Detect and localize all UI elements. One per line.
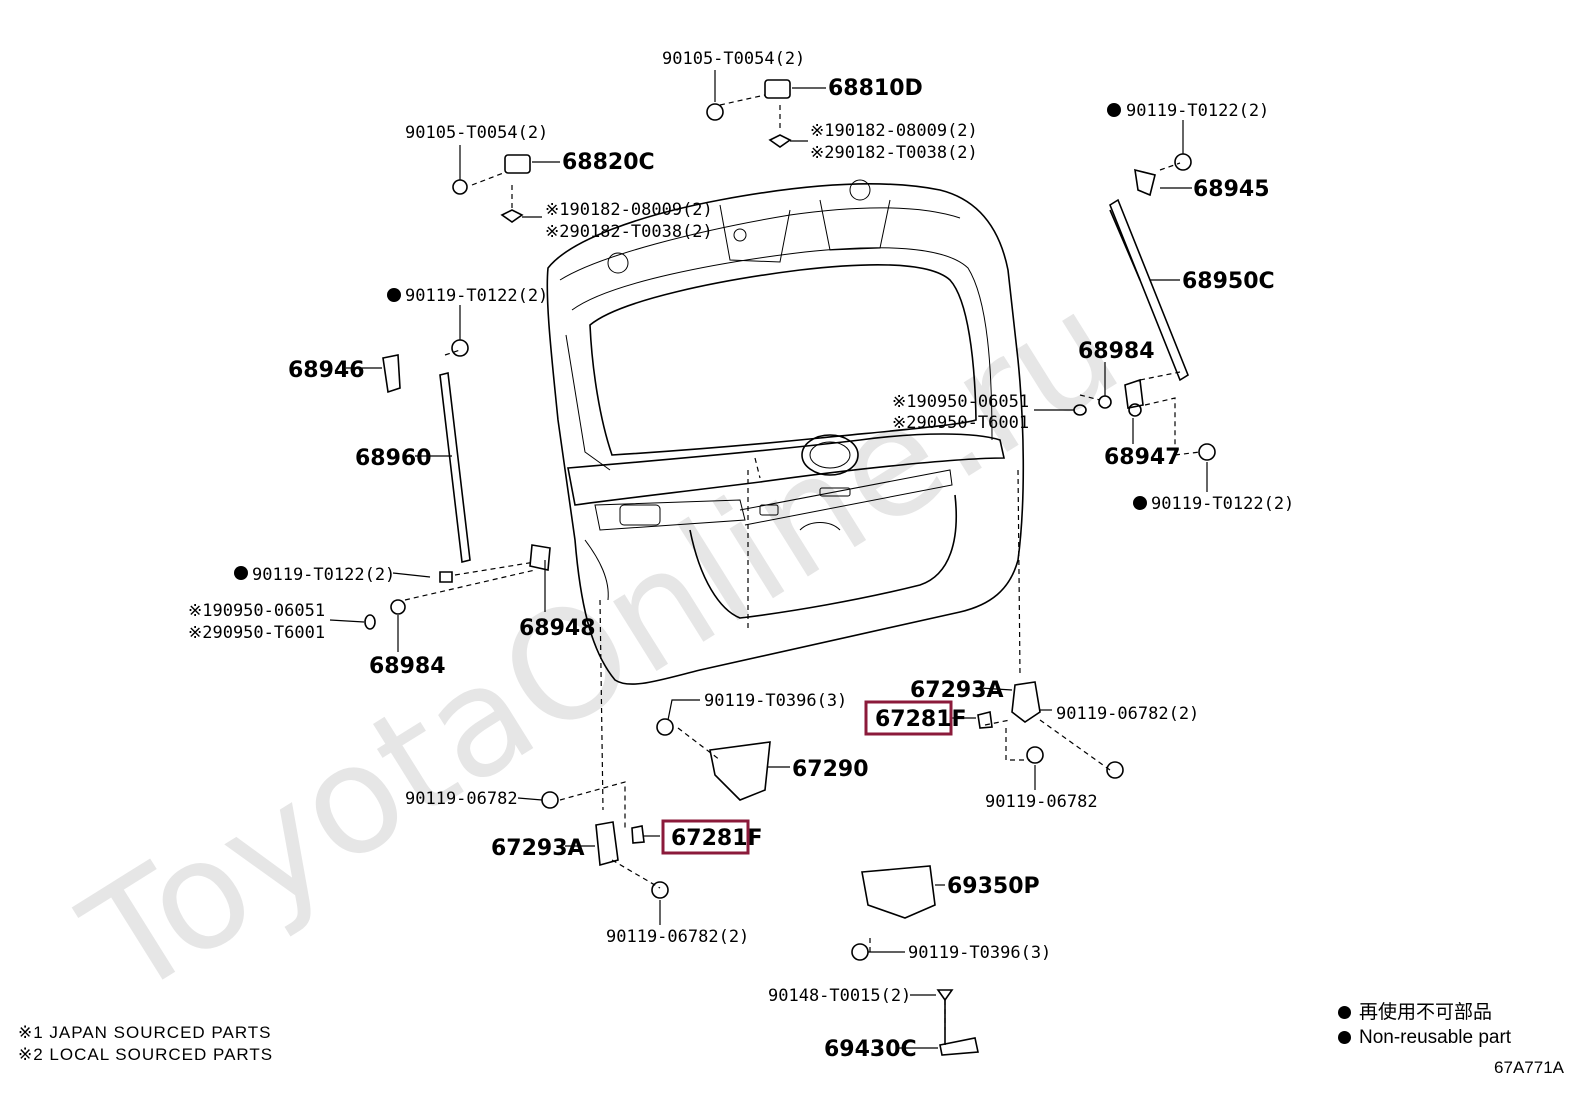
label-68960: 68960 [355,446,432,471]
figure-code: 67A771A [1494,1058,1564,1077]
label-68984-right: 68984 [1078,339,1155,364]
label-90182-08009-top: ※190182-08009(2) [810,121,978,141]
non-reusable-dot-icon [1338,1031,1351,1044]
legend: 再使用不可部品 Non-reusable part [1338,1000,1511,1050]
label-90105-T0054-left: 90105-T0054(2) [405,123,548,143]
sourcing-notes: ※1 JAPAN SOURCED PARTS ※2 LOCAL SOURCED … [18,1022,273,1066]
label-69350P: 69350P [947,874,1040,899]
label-90119-06782-right: 90119-06782 [985,792,1098,812]
legend-text-jp: 再使用不可部品 [1359,1002,1493,1023]
label-68948: 68948 [519,616,596,641]
legend-row-jp: 再使用不可部品 [1338,1000,1511,1025]
label-68945: 68945 [1193,177,1270,202]
legend-text-en: Non-reusable part [1359,1027,1512,1048]
part-shapes [234,79,1216,1056]
label-67293A-left: 67293A [491,836,585,861]
assembly-lines [404,94,1201,1030]
label-90148-T0015: 90148-T0015(2) [768,986,911,1006]
note-local-sourced: ※2 LOCAL SOURCED PARTS [18,1045,274,1064]
label-90119-06782-2-right: 90119-06782(2) [1056,704,1199,724]
label-90950-T6001-left: ※290950-T6001 [188,623,325,643]
label-90119-T0122-right: 90119-T0122(2) [1151,494,1294,514]
highlight-box-67281F-left [661,819,750,855]
label-90182-T0038-left: ※290182-T0038(2) [545,222,713,242]
part-labels: 90105-T0054(2) 68810D ※190182-08009(2) ※… [188,49,1294,1062]
label-90182-08009-left: ※190182-08009(2) [545,200,713,220]
label-67281F-left: 67281F [671,826,763,851]
watermark: ToyotaOnline.ru [56,259,1148,1031]
back-door-panel [546,179,1025,685]
label-68946: 68946 [288,358,365,383]
label-67293A-right: 67293A [910,678,1004,703]
label-90105-T0054-top: 90105-T0054(2) [662,49,805,69]
label-68820C: 68820C [562,150,655,175]
label-90119-T0396-a: 90119-T0396(3) [704,691,847,711]
highlight-box-67281F-right [864,700,953,736]
label-67290: 67290 [792,757,869,782]
label-90950-06051-right: ※190950-06051 [892,392,1029,412]
label-68810D: 68810D [828,76,923,101]
label-68984-left: 68984 [369,654,446,679]
label-90119-T0396-b: 90119-T0396(3) [908,943,1051,963]
label-69430C: 69430C [824,1037,917,1062]
label-90119-T0122-left: 90119-T0122(2) [252,565,395,585]
leader-lines [329,70,1208,1049]
legend-row-en: Non-reusable part [1338,1025,1511,1050]
label-90950-T6001-right: ※290950-T6001 [892,413,1029,433]
note-japan-sourced: ※1 JAPAN SOURCED PARTS [18,1023,272,1042]
label-90950-06051-left: ※190950-06051 [188,601,325,621]
label-67281F-right: 67281F [875,707,967,732]
label-68947: 68947 [1104,445,1181,470]
label-68950C: 68950C [1182,269,1275,294]
non-reusable-dot-icon [1338,1006,1351,1019]
label-90119-T0122-mid-left: 90119-T0122(2) [405,286,548,306]
label-90119-T0122-top-right: 90119-T0122(2) [1126,101,1269,121]
label-90119-06782-2-left: 90119-06782(2) [606,927,749,947]
label-90182-T0038-top: ※290182-T0038(2) [810,143,978,163]
label-90119-06782-left: 90119-06782 [405,789,518,809]
